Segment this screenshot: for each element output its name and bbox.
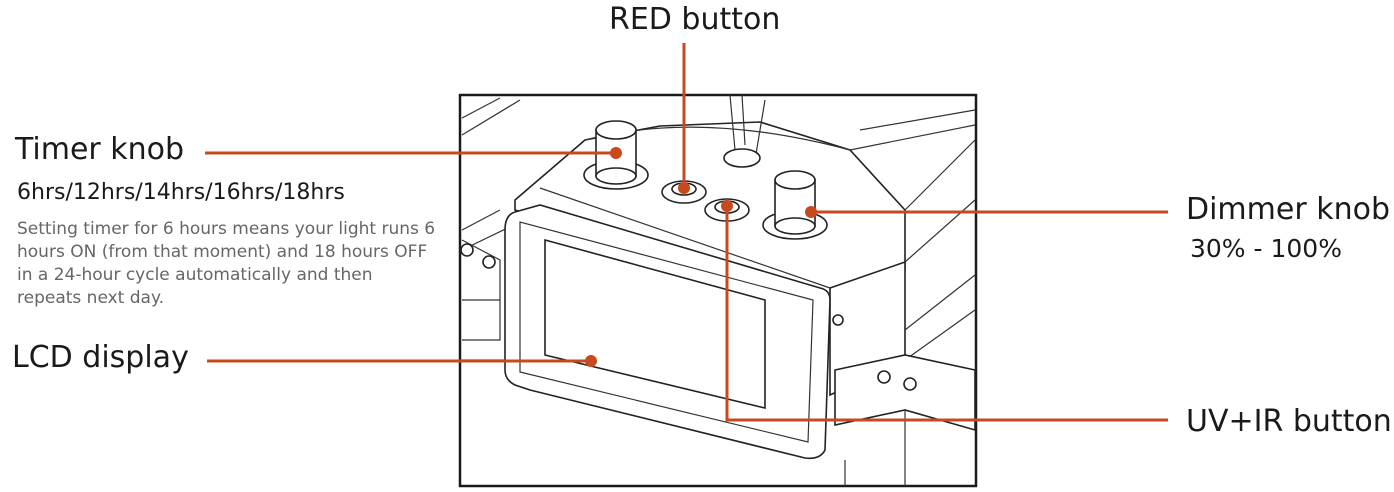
uv-ir-button-label: UV+IR button <box>1186 404 1392 439</box>
timer-knob-description: Setting timer for 6 hours means your lig… <box>17 219 436 308</box>
light-fixture-drawing <box>460 94 976 486</box>
uv-ir-button-leader <box>725 206 1168 422</box>
uv-ir-button-dot <box>721 200 733 212</box>
timer-knob-options: 6hrs/12hrs/14hrs/16hrs/18hrs <box>17 180 345 205</box>
lcd-screen <box>544 238 766 410</box>
dimmer-knob-range: 30% - 100% <box>1190 234 1342 263</box>
callout-lines <box>205 43 1168 422</box>
dimmer-knob-label: Dimmer knob <box>1186 192 1390 227</box>
red-button-label: RED button <box>609 2 781 37</box>
timer-knob-label: Timer knob <box>15 132 185 167</box>
callout-dots <box>585 147 817 367</box>
timer-knob-dot <box>610 147 622 159</box>
red-button-dot <box>678 182 690 194</box>
dimmer-knob-dot <box>805 206 817 218</box>
lcd-display-label: LCD display <box>12 340 189 375</box>
lcd-display-dot <box>585 355 597 367</box>
